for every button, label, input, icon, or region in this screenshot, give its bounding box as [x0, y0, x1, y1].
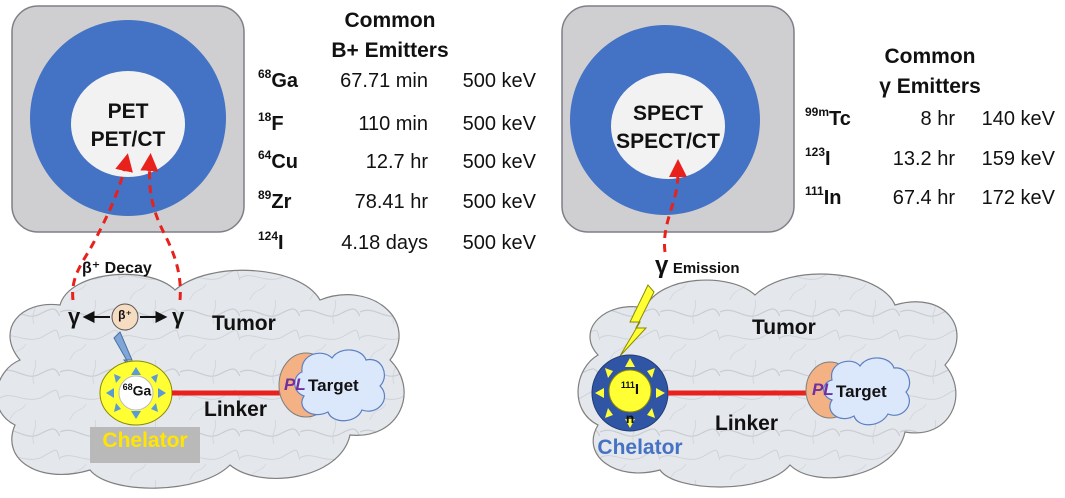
spect-chelator-isotope: 111I: [620, 380, 640, 398]
spect-emission-gamma: γ: [655, 252, 669, 279]
pet-row-energy: 500 keV: [462, 151, 536, 173]
spect-ring-label: SPECT SPECT/CT: [611, 100, 725, 156]
pet-row-half-life: 78.41 hr: [354, 191, 428, 213]
spect-tumor-cloud: [577, 273, 958, 488]
pet-row-isotope: 68Ga: [258, 67, 299, 92]
pet-chelator-label-bg: [90, 427, 200, 463]
spect-row-energy: 172 keV: [981, 187, 1055, 209]
spect-target-cloud: [823, 357, 911, 426]
spect-row: 99mTc 8 hr 140 keV: [805, 104, 1060, 134]
spect-row-isotope: 99mTc: [805, 105, 851, 130]
spect-linker-label: Linker: [715, 412, 779, 435]
spect-row-energy: 140 keV: [981, 108, 1055, 130]
spect-chelator-core: [608, 369, 652, 413]
pet-arrow-right: [140, 153, 182, 301]
pet-row-half-life: 12.7 hr: [365, 151, 428, 173]
pet-table-title: Common B+ Emitters: [260, 6, 520, 66]
spect-row-isotope: 111In: [805, 184, 842, 209]
pet-chelator-isotope: 68Ga: [122, 382, 152, 399]
pet-row: 124I 4.18 days 500 keV: [258, 228, 548, 258]
spect-lightning-icon: [619, 284, 655, 357]
spect-row-half-life: 67.4 hr: [892, 187, 955, 209]
pet-ring-line1: PET: [107, 100, 149, 123]
pet-target-label: Target: [308, 376, 359, 395]
spect-arrow: [662, 159, 687, 253]
spect-row-half-life: 13.2 hr: [892, 148, 955, 170]
pet-linker-label: Linker: [204, 398, 268, 421]
pet-positron-label: β⁺: [118, 308, 132, 322]
pet-row: 18F 110 min 500 keV: [258, 109, 548, 139]
pet-tumor-label: Tumor: [212, 312, 276, 335]
pet-row-isotope: 89Zr: [258, 188, 292, 213]
pet-row-energy: 500 keV: [462, 113, 536, 135]
spect-row-half-life: 8 hr: [920, 108, 955, 130]
spect-table-title-line2: γ Emitters: [879, 75, 981, 98]
spect-emission-label: γ Emission: [655, 252, 740, 280]
spect-ring-line1: SPECT: [632, 102, 703, 125]
spect-chelator-label: Chelator: [597, 436, 683, 459]
pet-decay-label: β⁺ Decay: [82, 260, 152, 277]
pet-ring-line2: PET/CT: [90, 128, 166, 151]
spect-table-title: Common γ Emitters: [830, 42, 1030, 102]
positron-circle: [111, 303, 139, 331]
pet-row-half-life: 110 min: [358, 113, 428, 135]
pet-gamma-right: γ: [172, 304, 185, 329]
pet-row-energy: 500 keV: [462, 232, 536, 254]
spect-chelator-rays: [595, 358, 665, 428]
pet-row: 64Cu 12.7 hr 500 keV: [258, 147, 548, 177]
pet-ring-center: [71, 71, 185, 177]
spect-ring-line2: SPECT/CT: [616, 130, 720, 153]
pet-chelator-rays: [106, 367, 166, 419]
pet-chelator-label: Chelator: [102, 429, 188, 452]
pet-row-isotope: 64Cu: [258, 148, 299, 173]
pet-row-half-life: 67.71 min: [340, 70, 428, 92]
pet-pl-label: PL: [284, 375, 306, 394]
pet-row: 89Zr 78.41 hr 500 keV: [258, 187, 548, 217]
spect-row: 123I 13.2 hr 159 keV: [805, 144, 1060, 174]
pet-chelator-core: [118, 375, 154, 411]
spect-row: 111In 67.4 hr 172 keV: [805, 183, 1060, 213]
pet-gamma-left: γ: [68, 304, 81, 329]
pet-arrow-left: [71, 153, 133, 301]
spect-pl-label: PL: [812, 380, 834, 399]
spect-row-isotope: 123I: [805, 145, 831, 170]
spect-chelator-isotope-tail: n: [625, 410, 635, 426]
pet-row-isotope: 18F: [258, 110, 284, 135]
pet-table-title-line2: B+ Emitters: [331, 39, 449, 62]
spect-ring-center: [611, 73, 725, 179]
spect-table-title-line1: Common: [884, 45, 976, 68]
spect-target-label: Target: [836, 382, 887, 401]
pet-target-cloud: [294, 349, 386, 422]
pet-row-energy: 500 keV: [462, 70, 536, 92]
spect-row-energy: 159 keV: [981, 148, 1055, 170]
pet-row: 68Ga 67.71 min 500 keV: [258, 66, 548, 96]
pet-row-isotope: 124I: [258, 229, 284, 254]
pet-table-title-line1: Common: [344, 9, 436, 32]
spect-tumor-label: Tumor: [752, 316, 816, 339]
pet-row-energy: 500 keV: [462, 191, 536, 213]
spect-emission-text: Emission: [672, 260, 740, 277]
pet-ring-label: PET PET/CT: [71, 98, 185, 154]
pet-row-half-life: 4.18 days: [341, 232, 428, 254]
